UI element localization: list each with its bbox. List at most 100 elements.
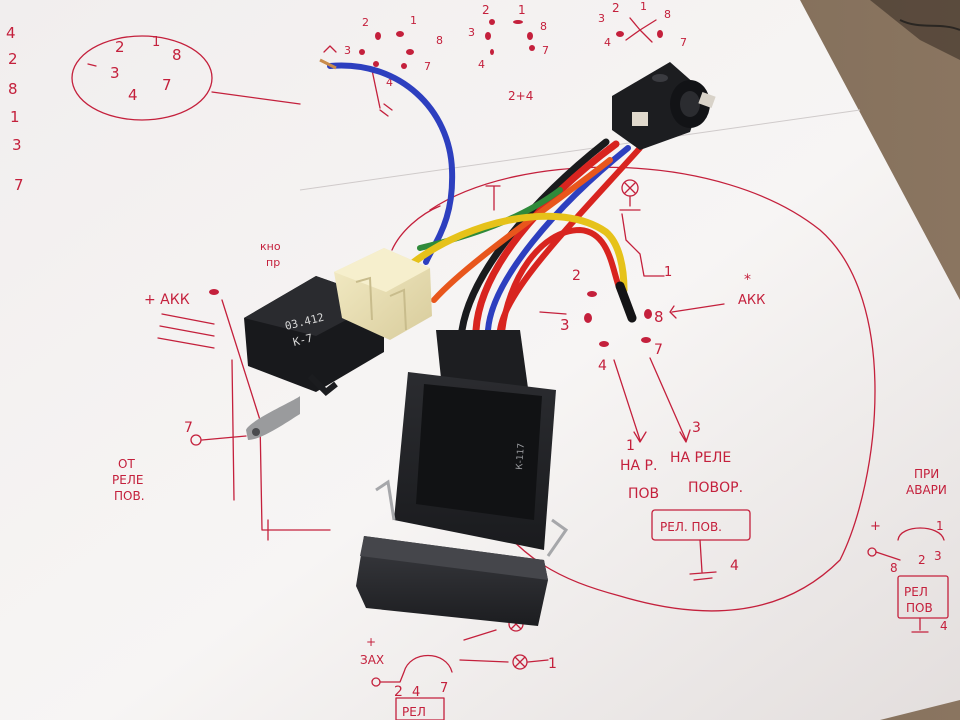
pin-label: 4	[730, 558, 739, 574]
red-wire-3	[499, 226, 623, 335]
table-shadow	[870, 0, 960, 60]
wire-bundle	[410, 138, 643, 335]
pin-label: 1	[936, 519, 944, 533]
partial-label-2: пр	[266, 256, 280, 269]
hazard-relay-line2: ПОВ	[906, 601, 933, 615]
label-to-relay-short: НА Р.	[620, 458, 657, 474]
pin-label: 7	[654, 342, 663, 358]
pin-label: 2	[115, 38, 125, 56]
label-to-relay: НА РЕЛЕ	[670, 450, 731, 466]
pin-label: 7	[440, 681, 448, 696]
pin-label: 7	[424, 60, 431, 73]
pin-order-column: 4 2 8 1 3 7	[6, 24, 24, 194]
plus-sign: +	[870, 519, 881, 534]
stripped-wire-end	[319, 58, 337, 70]
pin-label: 3	[692, 420, 701, 436]
pin-label: 1	[664, 265, 672, 280]
hazard-switch: К-117	[356, 330, 569, 626]
pin-label: 4	[478, 58, 485, 71]
pin-label: 2	[8, 50, 18, 68]
pin-label: 8	[8, 80, 18, 98]
pin-label: 2	[394, 684, 403, 700]
relay-box-label: РЕЛ. ПОВ.	[660, 520, 722, 534]
blue-wire	[319, 58, 456, 265]
hazard-header-line1: ПРИ	[914, 467, 939, 481]
label-pov: ПОВ	[628, 486, 659, 502]
from-relay-line2: РЕЛЕ	[112, 473, 143, 487]
relay-model: К-7	[292, 331, 314, 348]
pin-label: 7	[184, 420, 193, 436]
switch-clip-right	[546, 518, 569, 557]
pin-label: 8	[664, 8, 671, 21]
pin-label: 4	[604, 36, 611, 49]
pin-label: 7	[14, 176, 24, 194]
cable-background	[899, 19, 960, 31]
socket-diagram-2: 2 1 8 3 4 7 2+4	[468, 3, 549, 103]
pin-label: 4	[386, 76, 393, 89]
pin-label: 4	[128, 86, 138, 104]
pin-label: 1	[640, 0, 647, 13]
pin-label: 7	[680, 36, 687, 49]
switch-label: К-117	[515, 443, 527, 470]
switch-connector	[436, 330, 528, 388]
pin-label: 3	[598, 12, 605, 25]
socket-diagram-1: 2 1 3 4 8 7	[323, 14, 443, 117]
pin-label: 3	[934, 549, 942, 563]
pin-label: 1	[626, 438, 635, 454]
pin-label: 1	[548, 656, 557, 672]
relay-connector	[334, 248, 432, 340]
partial-label-1: кно	[260, 240, 281, 253]
pin-label: 4	[940, 619, 948, 633]
pin-label: 3	[110, 64, 120, 82]
note-label: 2+4	[508, 89, 533, 103]
socket-diagram-top-left: 2 1 8 3 4 7	[71, 35, 301, 121]
relay-mount-bracket	[246, 396, 300, 440]
hazard-header-line2: АВАРИ	[906, 483, 947, 497]
paper-fold-line	[299, 109, 861, 191]
pin-label: 8	[172, 46, 182, 64]
label-povor: ПОВОР.	[688, 480, 743, 496]
central-circle-diagram: 2 3 8 АКК * 4 7 1 3 НА Р. НА РЕЛЕ ПОВ ПО…	[391, 166, 876, 612]
plus-sign: *	[744, 272, 751, 288]
pin-label: 2	[612, 1, 620, 15]
pin-label: 2	[572, 268, 581, 284]
from-relay-line1: ОТ	[118, 457, 135, 471]
pin-label: 3	[560, 316, 570, 334]
pin-label: 1	[410, 14, 417, 27]
pin-label: 7	[542, 44, 549, 57]
right-hazard-sketch: ПРИ АВАРИ + 8 2 3 1 РЕЛ ПОВ 4	[867, 467, 949, 633]
yellow-wire	[410, 212, 628, 294]
akk-label: + АКК	[144, 292, 190, 308]
pin-label: 3	[468, 26, 475, 39]
pin-label: 4	[412, 685, 420, 700]
pin-label: 8	[436, 34, 443, 47]
round-connector	[612, 62, 716, 150]
plus-sign: +	[366, 635, 376, 649]
pin-label: 3	[12, 136, 22, 154]
switch-clip-left	[375, 479, 396, 521]
red-wire	[472, 140, 620, 334]
pin-label: 4	[598, 358, 607, 374]
pin-label: 2	[918, 553, 926, 567]
pin-label: 2	[362, 16, 369, 29]
pin-label: 3	[344, 44, 351, 57]
pin-label: 4	[6, 24, 16, 42]
pin-label: 1	[152, 35, 160, 50]
pin-label: 8	[540, 20, 547, 33]
hazard-relay-line1: РЕЛ	[904, 585, 928, 599]
zah-label: ЗАХ	[360, 653, 384, 667]
heatshrink	[615, 281, 637, 323]
from-relay-line3: ПОВ.	[114, 489, 145, 503]
orange-wire	[431, 157, 613, 303]
pin-label: 1	[10, 108, 20, 126]
relay-box-label: РЕЛ	[402, 705, 426, 719]
pin-label: 2	[482, 3, 490, 17]
hand-drawn-schematic: 4 2 8 1 3 7 2 1 8 3 4 7 2 1 3 4 8 7	[6, 0, 949, 720]
pin-label: 1	[518, 3, 526, 17]
pin-label: 7	[162, 76, 172, 94]
relay-box-sketch	[651, 509, 751, 541]
socket-diagram-3: 2 1 8 3 4 7	[598, 0, 687, 49]
pin-label: 8	[890, 561, 898, 575]
